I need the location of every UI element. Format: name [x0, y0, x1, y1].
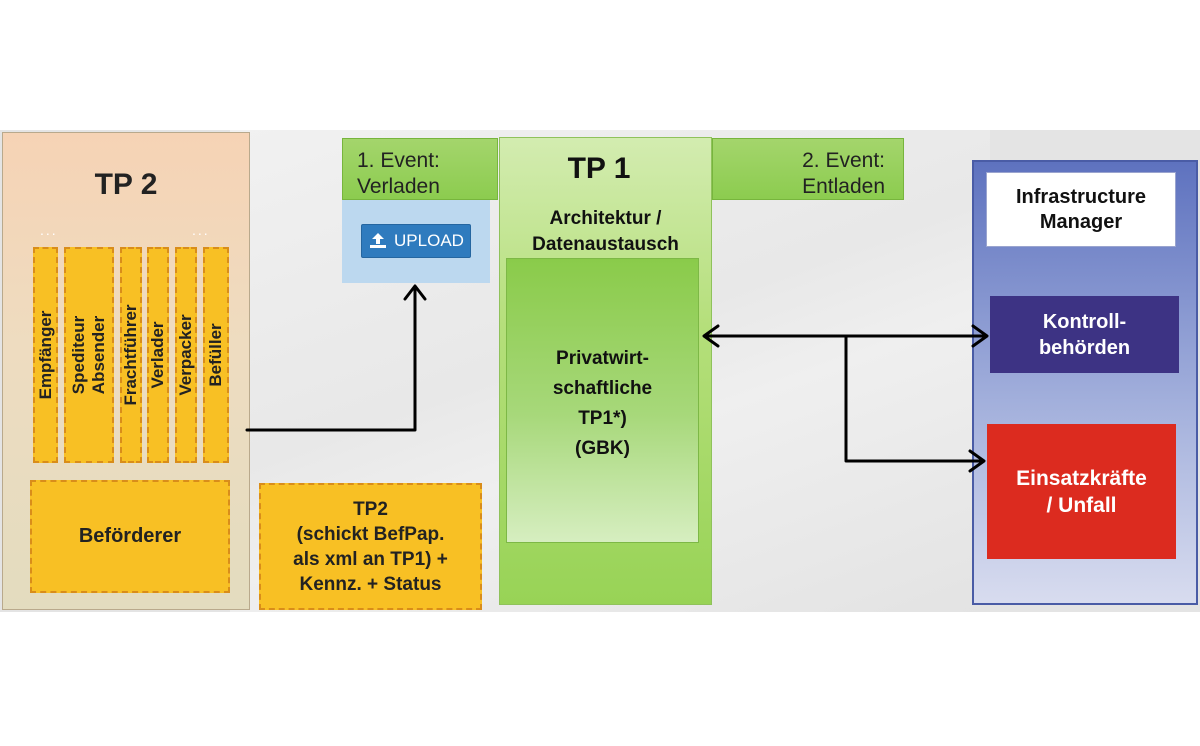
tp2-send-box: TP2 (schickt BefPap. als xml an TP1) + K…: [259, 483, 482, 610]
upload-label: UPLOAD: [394, 231, 464, 250]
event-line: Entladen: [802, 175, 885, 198]
tp2-send-line: TP2: [353, 498, 388, 520]
authority-line: Kontroll-: [1042, 310, 1127, 333]
rescue-line: Einsatzkräfte: [1016, 466, 1147, 490]
arrow-head-authority: [971, 324, 989, 348]
upload-button[interactable]: UPLOAD: [361, 224, 471, 258]
dots-right: ...: [192, 222, 210, 238]
infrastructure-manager-box: Infrastructure Manager: [986, 172, 1176, 247]
upload-icon: [370, 233, 387, 248]
infra-line: Manager: [1039, 210, 1123, 233]
tp1-subtitle: Architektur / Datenaustausch: [499, 206, 712, 258]
event-line: Verladen: [357, 175, 440, 198]
role-verlader: Verlader: [147, 247, 169, 463]
role-spediteur-absender: Spediteur Absender: [64, 247, 114, 463]
tp1-inner-text: Privatwirt- schaftliche TP1*) (GBK): [506, 344, 699, 464]
tp1-inner-line: Privatwirt-: [556, 348, 649, 369]
arrow-upload-head: [403, 284, 427, 301]
infra-line: Infrastructure: [1015, 185, 1147, 208]
event-entladen: 2. Event: Entladen: [712, 138, 904, 200]
arrow-tp2-to-upload: [245, 286, 417, 432]
role-frachtfuehrer: Frachtführer: [120, 247, 142, 463]
tp1-inner-line: schaftliche: [552, 378, 653, 399]
control-authorities-box: Kontroll- behörden: [990, 296, 1179, 373]
tp1-subtitle-line: Datenaustausch: [532, 234, 679, 255]
role-empfaenger: Empfänger: [33, 247, 58, 463]
dots-left: ...: [40, 222, 58, 238]
event-verladen: 1. Event: Verladen: [342, 138, 498, 200]
tp1-inner-line: (GBK): [575, 438, 630, 459]
tp2-send-line: (schickt BefPap.: [296, 523, 445, 545]
tp2-send-line: als xml an TP1) +: [293, 548, 448, 570]
tp1-title: TP 1: [567, 152, 631, 185]
arrow-head-left: [702, 324, 720, 348]
event-line: 2. Event:: [802, 149, 885, 172]
tp2-title: TP 2: [94, 168, 158, 201]
arrow-head-rescue: [968, 449, 986, 473]
tp1-inner-line: TP1*): [578, 408, 627, 429]
event-line: 1. Event:: [357, 149, 440, 172]
rescue-line: / Unfall: [1046, 493, 1117, 517]
arrow-to-rescue: [844, 334, 984, 463]
role-verpacker: Verpacker: [175, 247, 197, 463]
authority-line: behörden: [1038, 336, 1131, 359]
carrier-box: Beförderer: [30, 480, 230, 593]
role-befueller: Befüller: [203, 247, 229, 463]
tp2-send-line: Kennz. + Status: [299, 573, 442, 595]
emergency-forces-box: Einsatzkräfte / Unfall: [987, 424, 1176, 559]
tp1-subtitle-line: Architektur /: [549, 208, 662, 229]
tp1-inner-box: [506, 258, 699, 543]
